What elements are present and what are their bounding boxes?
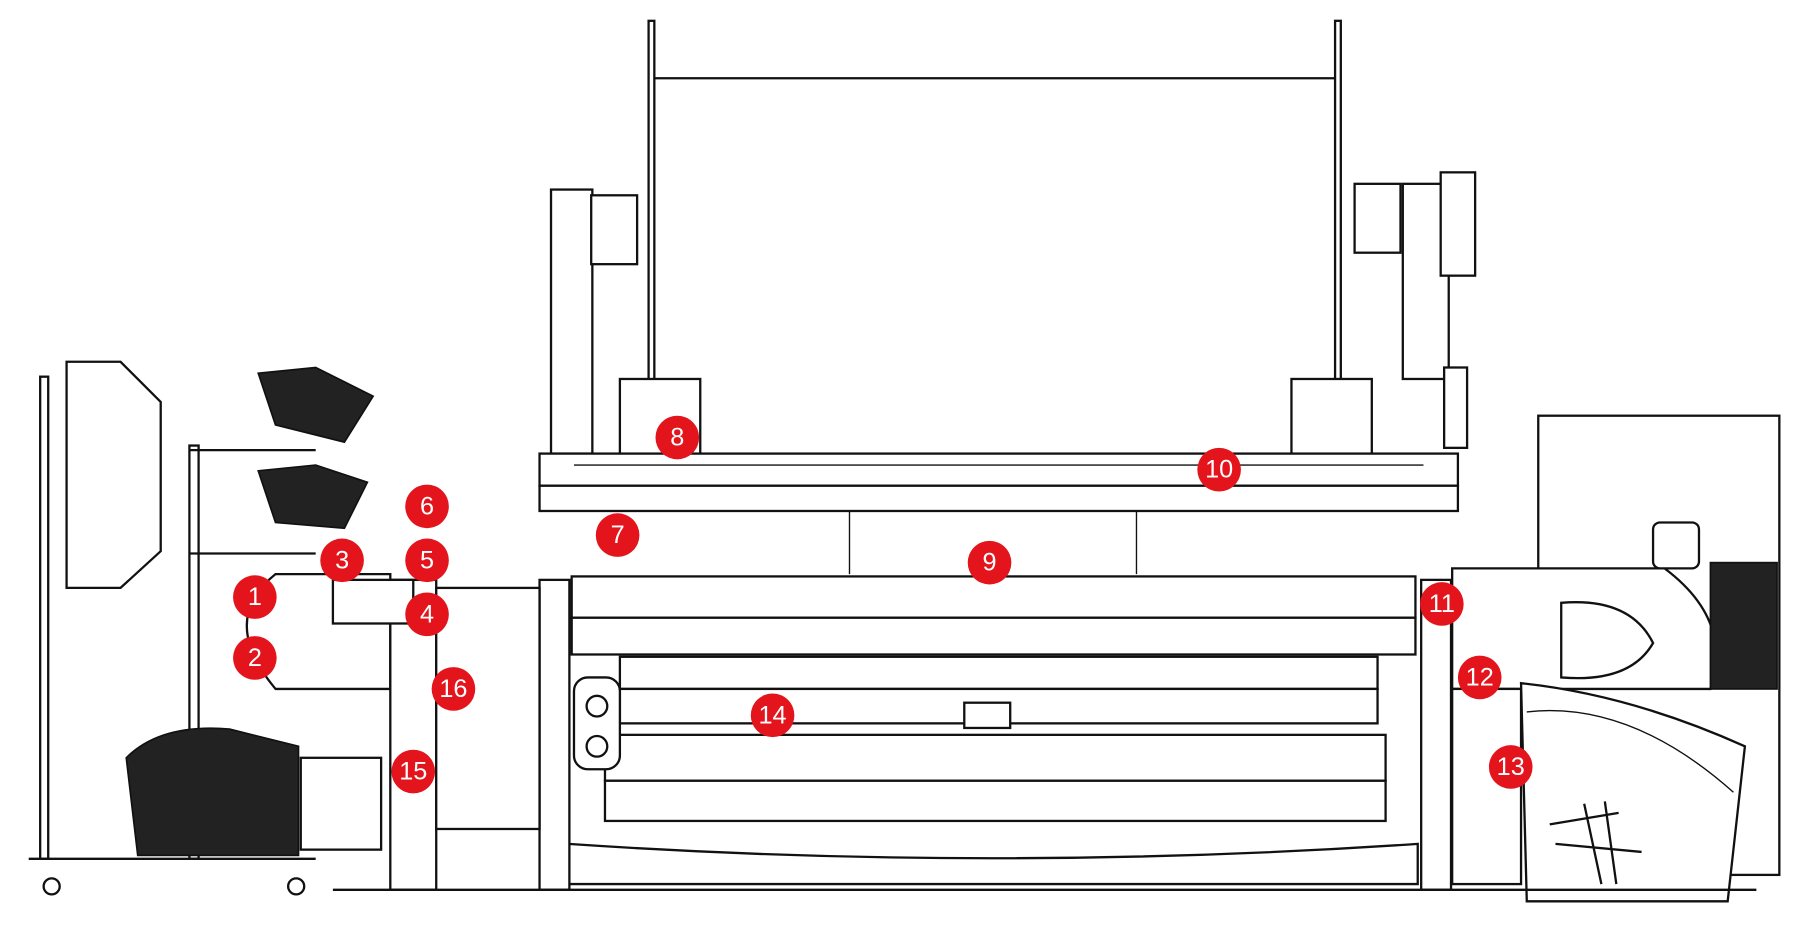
- svg-text:12: 12: [1466, 663, 1494, 691]
- svg-text:11: 11: [1429, 590, 1455, 618]
- left-weft-supply: [28, 360, 541, 896]
- svg-text:10: 10: [1205, 456, 1233, 484]
- svg-text:13: 13: [1497, 753, 1525, 781]
- svg-text:4: 4: [420, 600, 434, 628]
- callout-10[interactable]: 10: [1197, 447, 1241, 492]
- callout-9[interactable]: 9: [967, 540, 1012, 585]
- callout-3[interactable]: 3: [320, 538, 364, 583]
- svg-text:3: 3: [335, 546, 349, 574]
- svg-text:2: 2: [248, 644, 262, 672]
- callout-12[interactable]: 12: [1457, 655, 1502, 700]
- callout-11[interactable]: 11: [1420, 582, 1464, 626]
- right-drive: [1451, 414, 1781, 903]
- callout-4[interactable]: 4: [405, 592, 449, 637]
- callout-5[interactable]: 5: [405, 538, 449, 583]
- callout-16[interactable]: 16: [431, 667, 476, 711]
- svg-text:6: 6: [420, 492, 434, 520]
- sley-beam: [538, 510, 1453, 891]
- callout-14[interactable]: 14: [750, 693, 795, 738]
- svg-text:14: 14: [759, 701, 787, 729]
- callout-6[interactable]: 6: [405, 484, 449, 529]
- callout-13[interactable]: 13: [1488, 745, 1533, 789]
- svg-text:9: 9: [983, 549, 997, 577]
- svg-text:7: 7: [611, 521, 625, 549]
- callout-1[interactable]: 1: [233, 575, 277, 619]
- callout-8[interactable]: 8: [655, 415, 700, 460]
- svg-text:15: 15: [399, 758, 427, 786]
- svg-text:16: 16: [439, 675, 467, 703]
- svg-text:5: 5: [420, 546, 434, 574]
- callouts: 1 2 3 4 5 6 7 8 9 10 11 12 13 14 15 16: [233, 415, 1533, 794]
- warp-beam-frame: [538, 19, 1477, 513]
- callout-2[interactable]: 2: [233, 636, 277, 680]
- svg-text:8: 8: [670, 424, 684, 452]
- svg-text:1: 1: [248, 583, 262, 611]
- callout-15[interactable]: 15: [391, 749, 436, 794]
- callout-7[interactable]: 7: [595, 513, 640, 557]
